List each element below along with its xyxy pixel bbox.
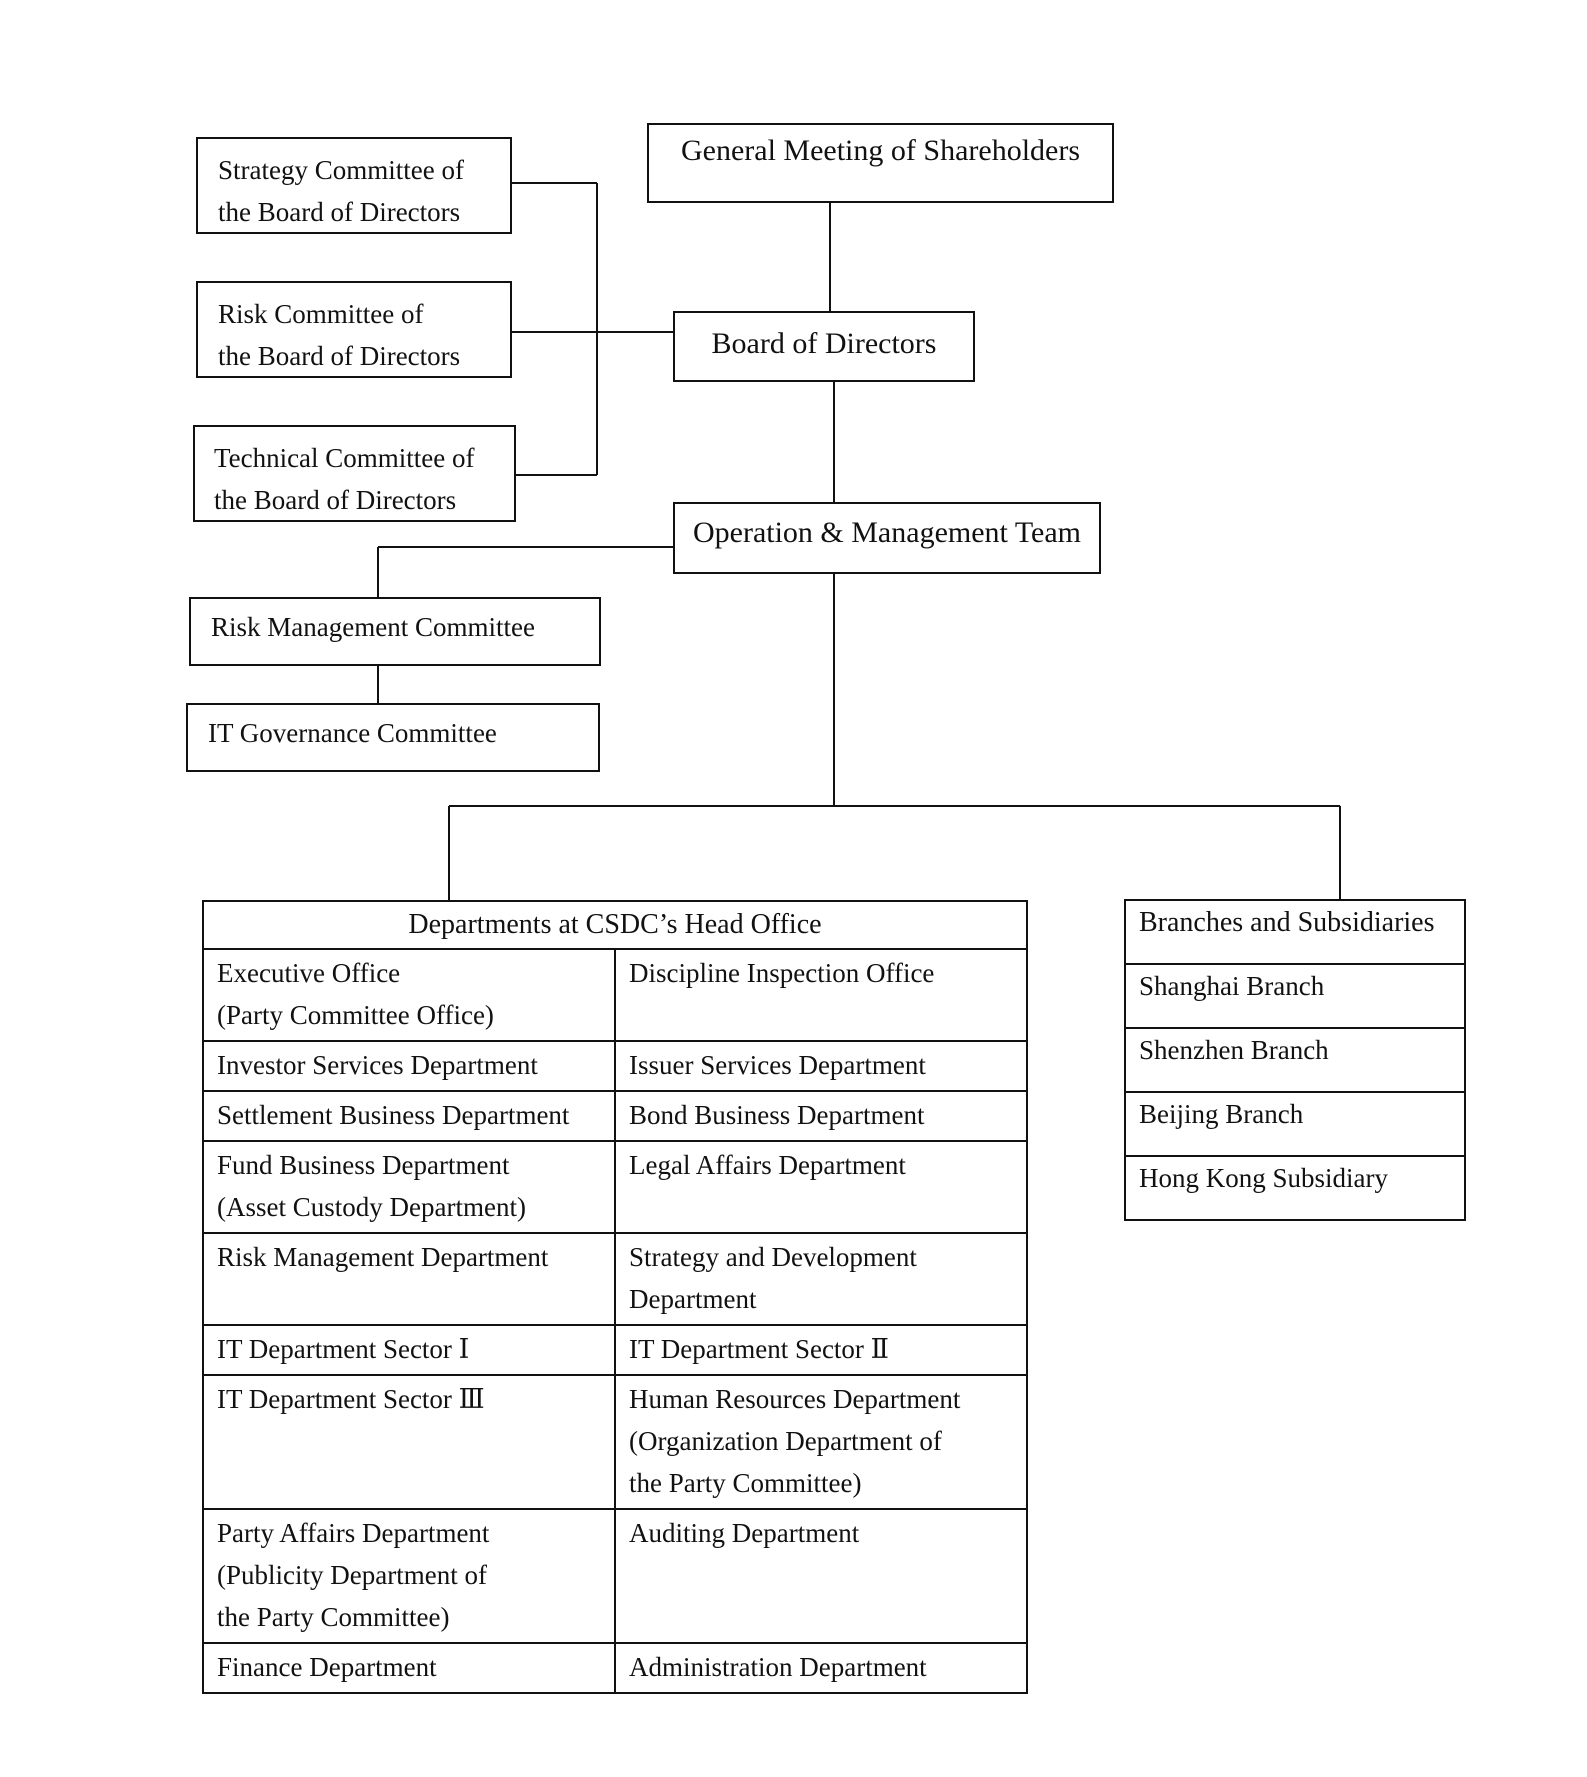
table-row: Shenzhen Branch (1124, 1027, 1466, 1093)
it-governance-committee-box: IT Governance Committee (186, 703, 600, 772)
table-row: Risk Management Department Strategy and … (202, 1232, 1028, 1326)
table-cell: Executive Office(Party Committee Office) (202, 948, 616, 1042)
branch-item: Shenzhen Branch (1124, 1027, 1466, 1093)
table-cell: Fund Business Department(Asset Custody D… (202, 1140, 616, 1234)
table-row: Finance Department Administration Depart… (202, 1642, 1028, 1694)
table-row: IT Department Sector Ⅰ IT Department Sec… (202, 1324, 1028, 1376)
committee-label: IT Governance Committee (208, 718, 497, 748)
committee-label: Risk Management Committee (211, 612, 535, 642)
committee-line: the Board of Directors (218, 341, 461, 371)
management-team-label: Operation & Management Team (692, 516, 1082, 549)
table-row: Settlement Business Department Bond Busi… (202, 1090, 1028, 1142)
branches-table: Branches and Subsidiaries Shanghai Branc… (1124, 899, 1466, 1221)
risk-management-committee-box: Risk Management Committee (189, 597, 601, 666)
table-cell: Human Resources Department(Organization … (614, 1374, 1028, 1510)
table-cell: Investor Services Department (202, 1040, 616, 1092)
branches-header: Branches and Subsidiaries (1124, 899, 1466, 965)
table-cell: IT Department Sector Ⅱ (614, 1324, 1028, 1376)
table-cell: Discipline Inspection Office (614, 948, 1028, 1042)
table-cell: Administration Department (614, 1642, 1028, 1694)
table-cell: Risk Management Department (202, 1232, 616, 1326)
shareholders-label: General Meeting of Shareholders (680, 134, 1081, 167)
departments-header: Departments at CSDC’s Head Office (202, 900, 1028, 950)
table-cell: IT Department Sector Ⅲ (202, 1374, 616, 1510)
shareholders-box: General Meeting of Shareholders (647, 123, 1114, 203)
table-cell: Settlement Business Department (202, 1090, 616, 1142)
branch-item: Beijing Branch (1124, 1091, 1466, 1157)
branch-item: Hong Kong Subsidiary (1124, 1155, 1466, 1221)
table-cell: Finance Department (202, 1642, 616, 1694)
table-cell: Legal Affairs Department (614, 1140, 1028, 1234)
table-row: Investor Services Department Issuer Serv… (202, 1040, 1028, 1092)
board-of-directors-label: Board of Directors (711, 326, 937, 360)
table-row: Shanghai Branch (1124, 963, 1466, 1029)
table-cell: Auditing Department (614, 1508, 1028, 1644)
table-cell: Issuer Services Department (614, 1040, 1028, 1092)
board-of-directors-box: Board of Directors (673, 311, 975, 382)
table-row: Hong Kong Subsidiary (1124, 1155, 1466, 1221)
technical-committee-box: Technical Committee of the Board of Dire… (193, 425, 516, 522)
table-row: IT Department Sector Ⅲ Human Resources D… (202, 1374, 1028, 1510)
management-team-box: Operation & Management Team (673, 502, 1101, 574)
table-row: Beijing Branch (1124, 1091, 1466, 1157)
risk-committee-box: Risk Committee of the Board of Directors (196, 281, 512, 378)
departments-table: Departments at CSDC’s Head Office Execut… (202, 900, 1028, 1694)
table-row: Party Affairs Department(Publicity Depar… (202, 1508, 1028, 1644)
committee-line: Risk Committee of (218, 299, 424, 329)
committee-line: Technical Committee of (214, 443, 475, 473)
branch-item: Shanghai Branch (1124, 963, 1466, 1029)
table-row: Executive Office(Party Committee Office)… (202, 948, 1028, 1042)
committee-line: the Board of Directors (218, 197, 461, 227)
table-cell: IT Department Sector Ⅰ (202, 1324, 616, 1376)
table-cell: Bond Business Department (614, 1090, 1028, 1142)
table-cell: Party Affairs Department(Publicity Depar… (202, 1508, 616, 1644)
committee-line: Strategy Committee of (218, 155, 464, 185)
strategy-committee-box: Strategy Committee of the Board of Direc… (196, 137, 512, 234)
committee-line: the Board of Directors (214, 485, 457, 515)
table-row: Fund Business Department(Asset Custody D… (202, 1140, 1028, 1234)
